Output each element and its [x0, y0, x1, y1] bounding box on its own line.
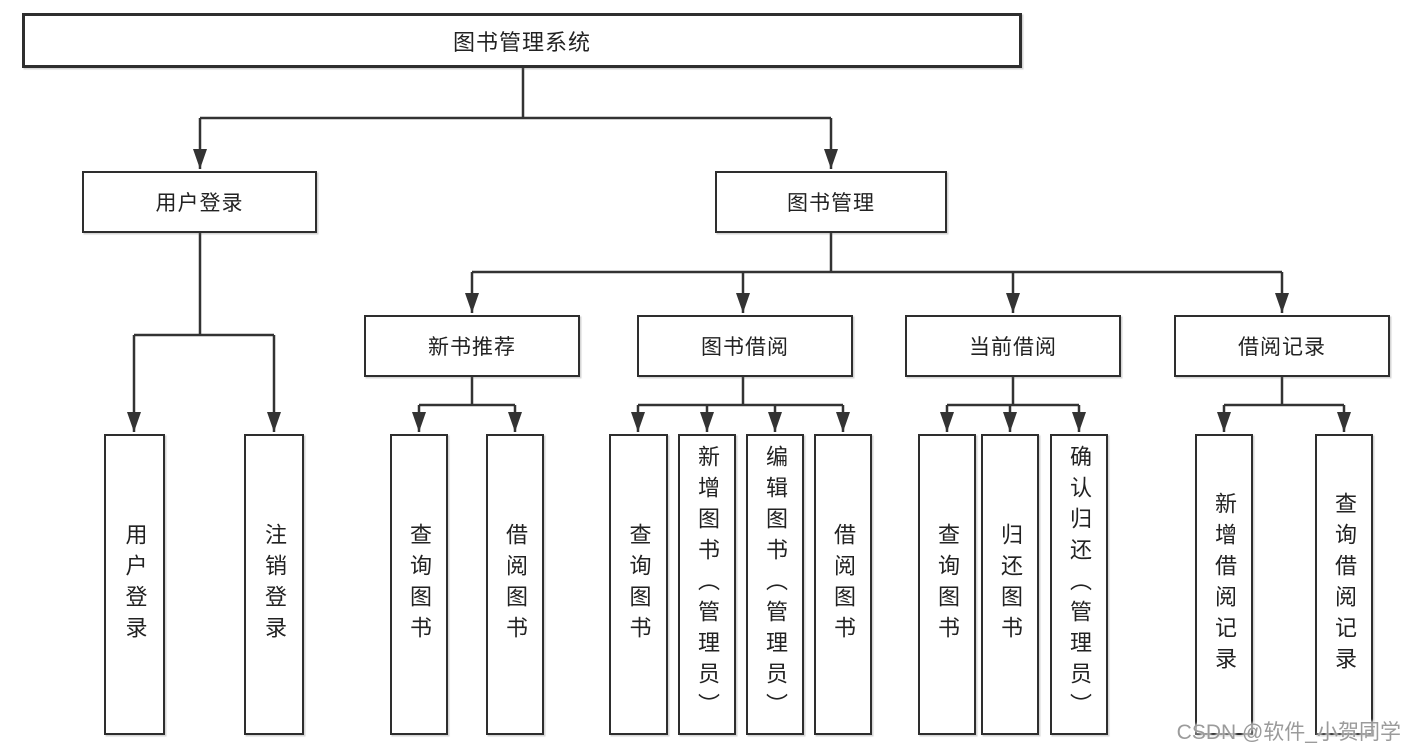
leaf-current-return-books-label: 归还图书 — [998, 522, 1023, 647]
leaf-borrow-add-books-admin-label: 新增图书（管理员） — [695, 445, 720, 724]
leaf-recommend-borrow-books: 借阅图书 — [486, 434, 544, 735]
leaf-user-login: 用户登录 — [104, 434, 165, 735]
node-book-borrow: 图书借阅 — [637, 315, 853, 377]
node-book-borrow-label: 图书借阅 — [701, 336, 789, 359]
node-root-label: 图书管理系统 — [452, 29, 591, 55]
leaf-borrow-add-books-admin: 新增图书（管理员） — [678, 434, 736, 735]
leaf-current-confirm-return-admin-label: 确认归还（管理员） — [1067, 445, 1092, 724]
node-current-borrow-label: 当前借阅 — [969, 336, 1057, 359]
node-borrow-records-label: 借阅记录 — [1238, 336, 1326, 359]
node-user-login: 用户登录 — [82, 171, 317, 233]
node-current-borrow: 当前借阅 — [905, 315, 1121, 377]
leaf-recommend-borrow-books-label: 借阅图书 — [503, 522, 528, 647]
leaf-records-query-record-label: 查询借阅记录 — [1332, 491, 1357, 678]
leaf-records-query-record: 查询借阅记录 — [1315, 434, 1373, 735]
leaf-borrow-borrow-books: 借阅图书 — [814, 434, 872, 735]
leaf-borrow-query-books: 查询图书 — [609, 434, 668, 735]
leaf-borrow-edit-books-admin: 编辑图书（管理员） — [746, 434, 804, 735]
leaf-borrow-query-books-label: 查询图书 — [626, 522, 652, 647]
leaf-user-login-label: 用户登录 — [122, 522, 148, 647]
leaf-recommend-query-books-label: 查询图书 — [407, 522, 432, 647]
node-new-book-recommend-label: 新书推荐 — [428, 336, 516, 359]
node-book-management: 图书管理 — [715, 171, 947, 233]
leaf-recommend-query-books: 查询图书 — [390, 434, 448, 735]
node-borrow-records: 借阅记录 — [1174, 315, 1390, 377]
leaf-current-confirm-return-admin: 确认归还（管理员） — [1050, 434, 1108, 735]
leaf-current-return-books: 归还图书 — [981, 434, 1039, 735]
leaf-borrow-edit-books-admin-label: 编辑图书（管理员） — [763, 445, 788, 724]
node-book-management-label: 图书管理 — [787, 192, 875, 215]
leaf-logout-label: 注销登录 — [262, 522, 287, 647]
csdn-watermark: CSDN @软件_小贺同学 — [1176, 721, 1401, 744]
leaf-current-query-books-label: 查询图书 — [935, 522, 960, 647]
leaf-records-add-record: 新增借阅记录 — [1195, 434, 1253, 735]
leaf-logout: 注销登录 — [244, 434, 304, 735]
node-new-book-recommend: 新书推荐 — [364, 315, 580, 377]
leaf-borrow-borrow-books-label: 借阅图书 — [831, 522, 856, 647]
node-root: 图书管理系统 — [22, 13, 1022, 68]
leaf-current-query-books: 查询图书 — [918, 434, 976, 735]
leaf-records-add-record-label: 新增借阅记录 — [1212, 491, 1237, 678]
node-user-login-label: 用户登录 — [155, 192, 244, 215]
